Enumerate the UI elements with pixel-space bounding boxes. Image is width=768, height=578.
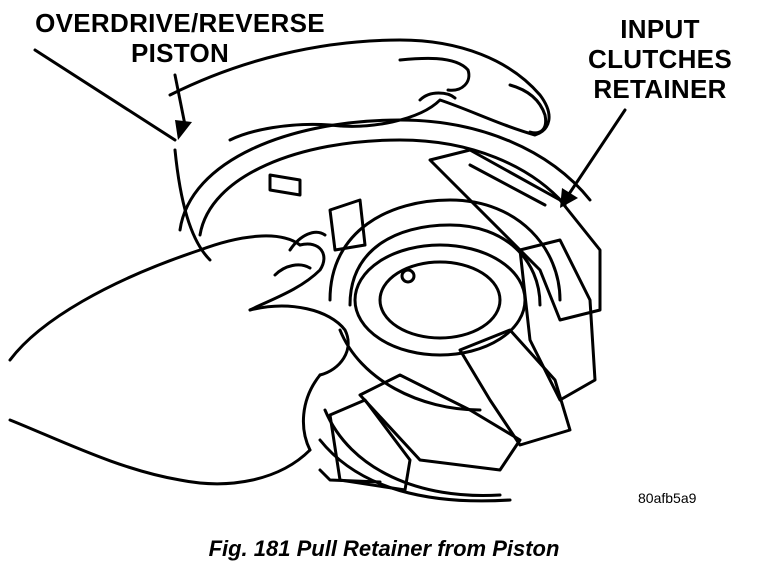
piston-rim	[178, 118, 592, 252]
callout-input-line2: CLUTCHES	[588, 44, 732, 74]
overdrive-arrow-shaft	[173, 73, 187, 127]
callout-input-line1: INPUT	[620, 14, 700, 44]
overdrive-leader-line	[33, 48, 177, 142]
callout-arrows	[33, 48, 627, 202]
callout-overdrive-line1: OVERDRIVE/REVERSE	[35, 8, 325, 38]
overdrive-arrowhead	[175, 120, 192, 140]
retainer-tabs	[328, 148, 602, 492]
figure-caption: Fig. 181 Pull Retainer from Piston	[208, 536, 560, 561]
callout-input-clutches-retainer: INPUT CLUTCHES RETAINER	[560, 14, 760, 104]
callout-overdrive-line2: PISTON	[130, 38, 230, 68]
callout-overdrive-reverse-piston: OVERDRIVE/REVERSE PISTON	[20, 8, 340, 68]
figure-code: 80afb5a9	[638, 490, 697, 506]
callout-input-line3: RETAINER	[593, 74, 727, 104]
input-arrow-shaft	[563, 108, 627, 202]
lower-hand	[8, 148, 350, 486]
input-arrowhead	[560, 188, 578, 208]
